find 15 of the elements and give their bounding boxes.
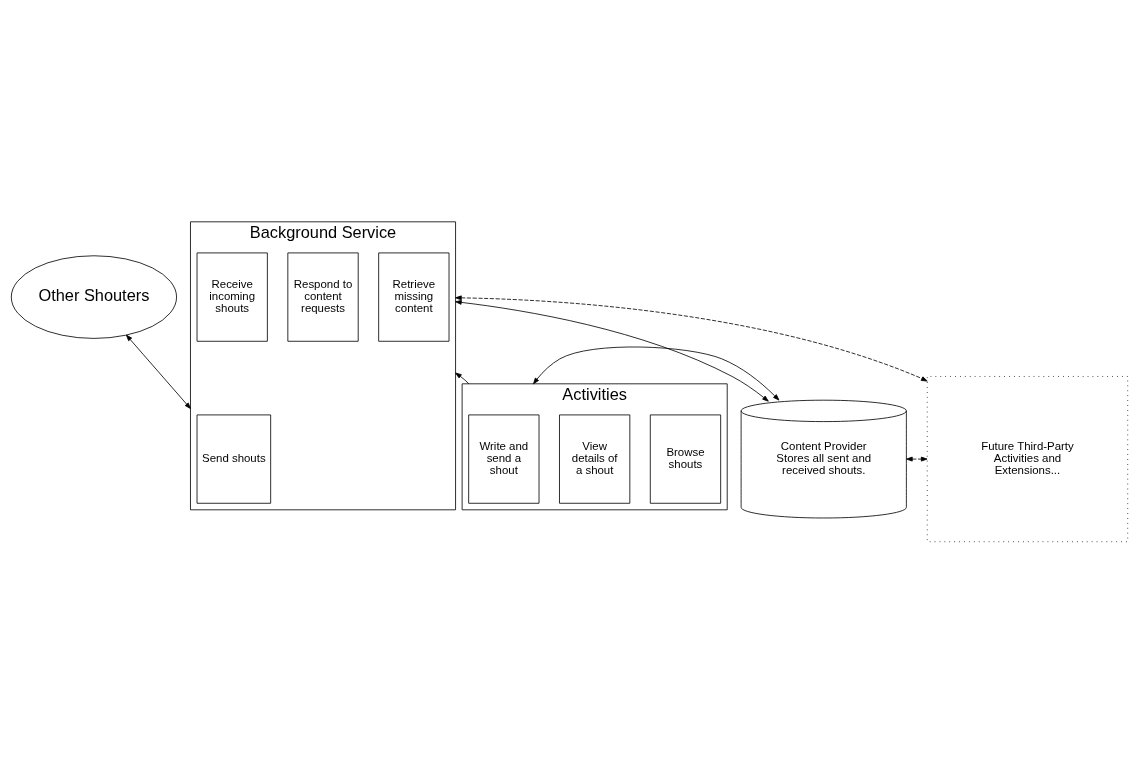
- node-box: Send shouts: [196, 414, 272, 504]
- arrow: [455, 372, 470, 385]
- node-box: Receive incoming shouts: [196, 252, 268, 342]
- arrow: [906, 456, 928, 462]
- node-box: Retrieve missing content: [378, 252, 450, 342]
- arrow: [455, 295, 928, 382]
- arrow: [125, 334, 191, 409]
- node-box: Write and send a shout: [468, 414, 540, 504]
- node-box: Browse shouts: [649, 414, 722, 504]
- node-box: View details of a shout: [559, 414, 631, 504]
- node-box: Respond to content requests: [287, 252, 359, 342]
- arrow: [455, 299, 769, 402]
- node-box: Future Third-Party Activities and Extensions...: [926, 376, 1129, 543]
- node-ellipse: Other Shouters: [10, 255, 177, 339]
- arrow: [533, 346, 780, 401]
